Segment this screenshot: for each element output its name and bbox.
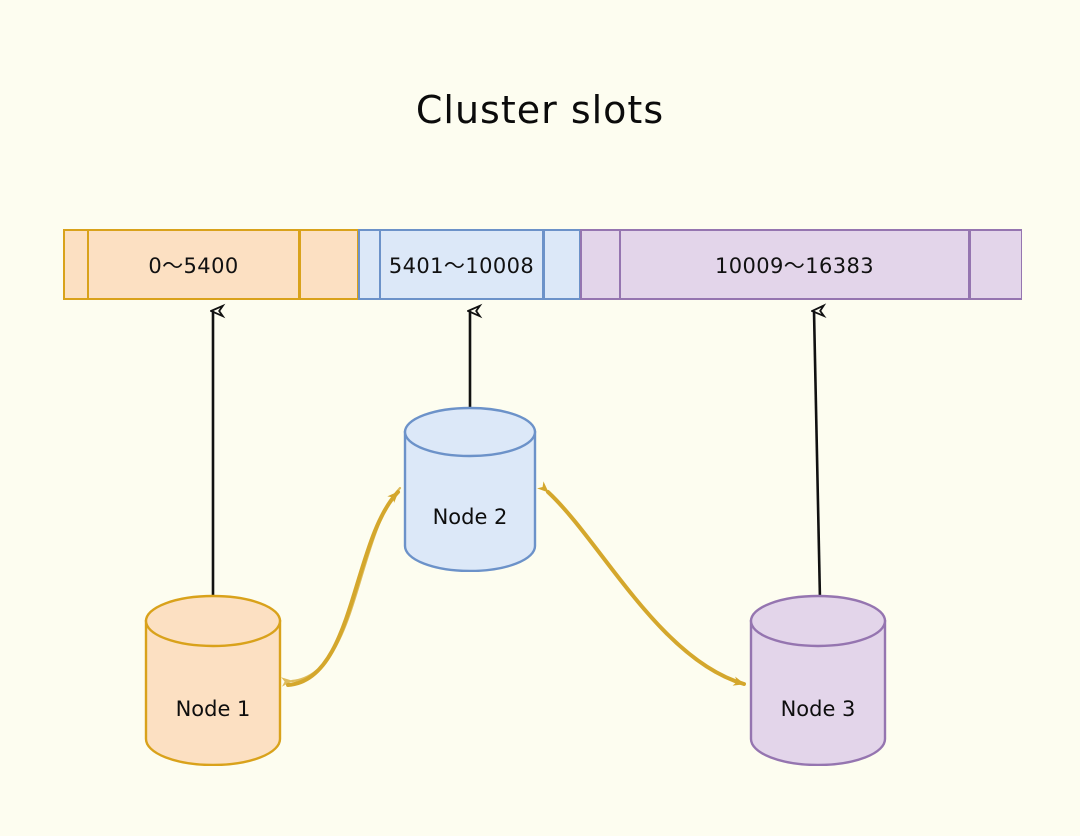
slot-segment-2-label: 10009～16383 bbox=[714, 253, 874, 278]
node-link-2-3 bbox=[537, 481, 746, 686]
slot-segment-0-label: 0～5400 bbox=[148, 253, 239, 278]
node-1[interactable]: Node 1 bbox=[143, 594, 283, 767]
slot-segment-2-right-cap bbox=[970, 229, 1022, 300]
node-1-shape bbox=[144, 594, 282, 767]
node-3-shape bbox=[749, 594, 887, 767]
node-3[interactable]: Node 3 bbox=[748, 594, 888, 767]
node-link-1-2 bbox=[281, 486, 402, 687]
slot-segment-1-right-cap bbox=[544, 229, 580, 300]
slot-bar: 0～5400 5401～10008 10009～16383 bbox=[63, 229, 1022, 300]
slot-segment-1-label-cell: 5401～10008 bbox=[380, 229, 544, 300]
slot-segment-2-left-cap bbox=[580, 229, 620, 300]
slot-segment-2-label-cell: 10009～16383 bbox=[620, 229, 970, 300]
slot-link-node3 bbox=[814, 311, 820, 601]
slot-segment-1-label: 5401～10008 bbox=[388, 253, 535, 278]
page-title: Cluster slots bbox=[415, 88, 665, 132]
node-2-shape bbox=[403, 406, 537, 573]
slot-segment-1-left-cap bbox=[358, 229, 380, 300]
slot-segment-0[interactable]: 0～5400 bbox=[63, 229, 358, 300]
slot-segment-0-left-cap bbox=[63, 229, 88, 300]
slot-segment-0-right-cap bbox=[300, 229, 358, 300]
slot-segment-1[interactable]: 5401～10008 bbox=[358, 229, 580, 300]
slot-segment-0-label-cell: 0～5400 bbox=[88, 229, 300, 300]
slot-segment-2[interactable]: 10009～16383 bbox=[580, 229, 1022, 300]
node-2[interactable]: Node 2 bbox=[402, 406, 538, 573]
